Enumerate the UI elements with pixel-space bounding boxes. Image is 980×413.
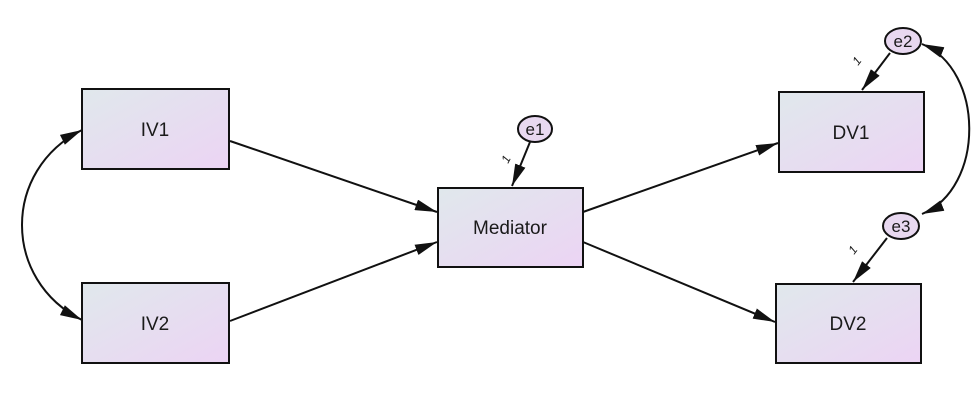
coef-e2-dv1: 1 (849, 54, 864, 68)
path-iv1-mediator (229, 140, 438, 213)
path-mediator-dv1 (582, 142, 779, 213)
node-iv2-label: IV2 (141, 314, 170, 335)
node-dv2-label: DV2 (830, 314, 867, 335)
node-iv2[interactable]: IV2 (81, 282, 230, 364)
error-e1-label: e1 (526, 120, 545, 139)
node-iv1-label: IV1 (141, 120, 170, 141)
node-dv1[interactable]: DV1 (778, 91, 925, 173)
error-e3-label: e3 (892, 217, 911, 236)
path-e2-dv1 (861, 52, 891, 91)
path-e1-mediator (511, 141, 531, 187)
path-mediator-dv2 (582, 241, 776, 323)
node-dv2[interactable]: DV2 (775, 283, 922, 364)
path-iv2-mediator (229, 241, 438, 322)
error-e2-label: e2 (894, 32, 913, 51)
error-e2[interactable]: e2 (884, 27, 922, 55)
node-mediator[interactable]: Mediator (437, 187, 584, 268)
coef-e1-mediator: 1 (498, 153, 514, 165)
node-dv1-label: DV1 (833, 123, 870, 144)
node-mediator-label: Mediator (473, 218, 548, 239)
covariance-iv1-iv2 (21, 129, 83, 321)
coef-e3-dv2: 1 (845, 243, 860, 257)
error-e1[interactable]: e1 (517, 115, 553, 143)
error-e3[interactable]: e3 (882, 212, 920, 240)
path-e3-dv2 (852, 237, 888, 283)
covariance-e2-e3 (921, 43, 971, 215)
node-iv1[interactable]: IV1 (81, 88, 230, 170)
